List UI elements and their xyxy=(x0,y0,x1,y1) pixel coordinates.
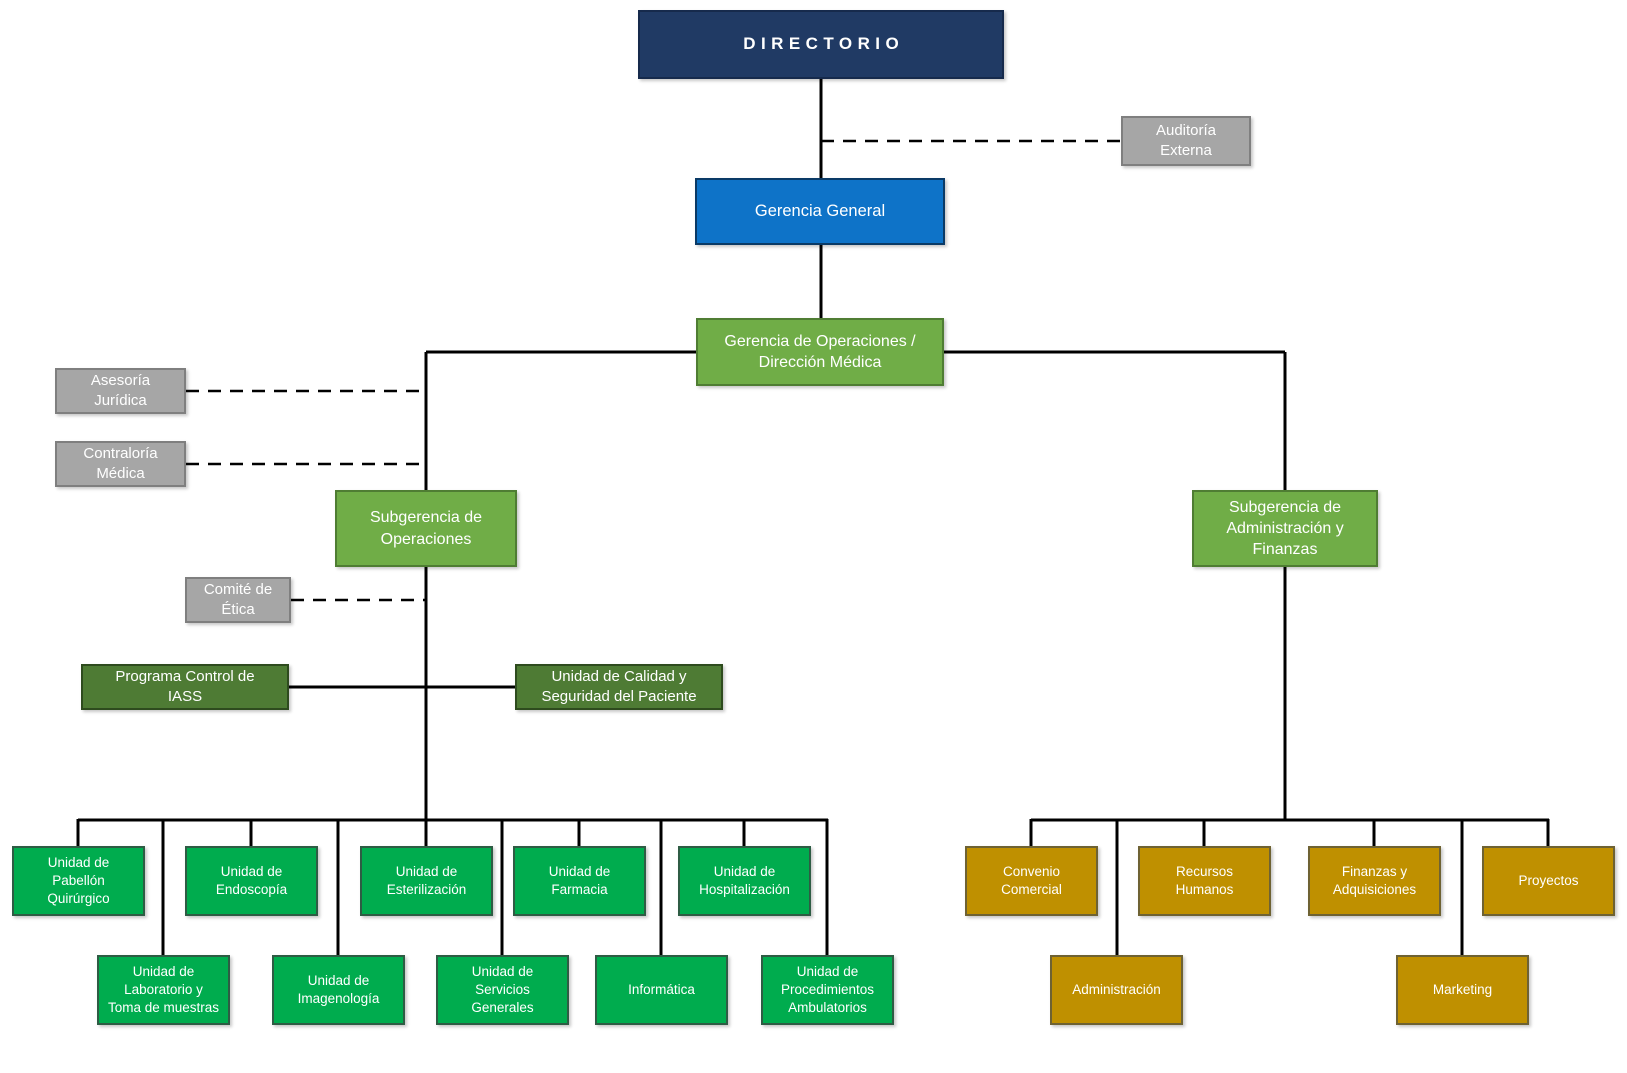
node-unidad-imagenologia: Unidad de Imagenología xyxy=(272,955,405,1025)
node-contraloria-medica: Contraloría Médica xyxy=(55,441,186,487)
node-unidad-laboratorio: Unidad de Laboratorio y Toma de muestras xyxy=(97,955,230,1025)
node-unidad-servicios-generales: Unidad de Servicios Generales xyxy=(436,955,569,1025)
solid-connectors xyxy=(76,79,1550,956)
node-unidad-pabellon-quirurgico: Unidad de Pabellón Quirúrgico xyxy=(12,846,145,916)
node-programa-control-iass: Programa Control de IASS xyxy=(81,664,289,710)
node-gerencia-general: Gerencia General xyxy=(695,178,945,245)
node-comite-etica: Comité de Ética xyxy=(185,577,291,623)
node-convenio-comercial: Convenio Comercial xyxy=(965,846,1098,916)
node-unidad-procedimientos-ambulatorios: Unidad de Procedimientos Ambulatorios xyxy=(761,955,894,1025)
node-unidad-endoscopia: Unidad de Endoscopía xyxy=(185,846,318,916)
node-unidad-hospitalizacion: Unidad de Hospitalización xyxy=(678,846,811,916)
node-marketing: Marketing xyxy=(1396,955,1529,1025)
node-administracion: Administración xyxy=(1050,955,1183,1025)
node-unidad-esterilizacion: Unidad de Esterilización xyxy=(360,846,493,916)
node-informatica: Informática xyxy=(595,955,728,1025)
node-proyectos: Proyectos xyxy=(1482,846,1615,916)
node-recursos-humanos: Recursos Humanos xyxy=(1138,846,1271,916)
node-subgerencia-operaciones: Subgerencia de Operaciones xyxy=(335,490,517,567)
dashed-connectors xyxy=(186,139,1121,602)
node-subgerencia-admin-finanzas: Subgerencia de Administración y Finanzas xyxy=(1192,490,1378,567)
node-unidad-farmacia: Unidad de Farmacia xyxy=(513,846,646,916)
node-asesoria-juridica: Asesoría Jurídica xyxy=(55,368,186,414)
node-auditoria-externa: Auditoría Externa xyxy=(1121,116,1251,166)
node-finanzas-adquisiciones: Finanzas y Adquisiciones xyxy=(1308,846,1441,916)
node-unidad-calidad: Unidad de Calidad y Seguridad del Pacien… xyxy=(515,664,723,710)
node-gerencia-operaciones: Gerencia de Operaciones / Dirección Médi… xyxy=(696,318,944,386)
node-directorio: DIRECTORIO xyxy=(638,10,1004,79)
